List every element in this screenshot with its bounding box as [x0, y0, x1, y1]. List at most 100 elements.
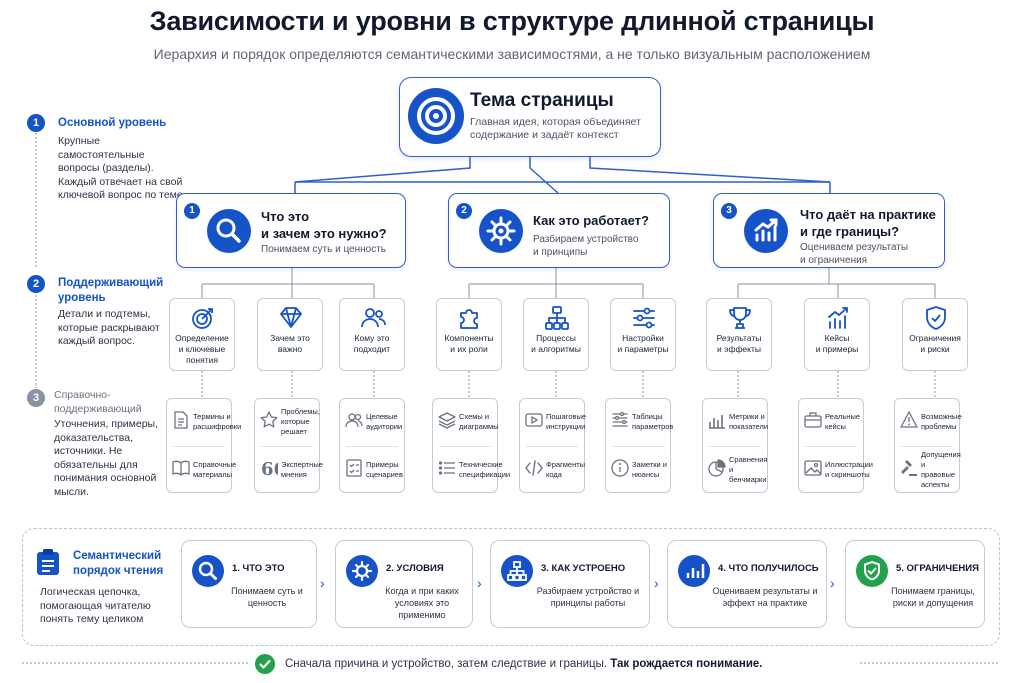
checklist-icon [346, 459, 362, 477]
reference-item: Допущения и правовые аспекты [921, 450, 961, 489]
question-sub-line1: Разбираем устройство [533, 234, 639, 245]
reference-card: Целевые аудитории Примеры сценариев [339, 398, 405, 493]
gear-icon [346, 555, 378, 587]
question-title: Как это работает? [533, 213, 649, 228]
subtopic-label: Настройки [622, 333, 664, 343]
reference-card: Схемы и диаграммы Технические спецификац… [432, 398, 511, 493]
reference-card: Пошаговые инструкции Фрагменты кода [519, 398, 586, 493]
svg-text:66: 66 [261, 459, 278, 477]
level-desc-reference: Уточнения, примеры, доказательства, исто… [54, 418, 159, 498]
question-card-2: 2 Как это работает? Разбираем устройство… [448, 193, 670, 268]
star-icon [260, 411, 278, 428]
question-sub-line2: и принципы [533, 246, 588, 258]
reading-order-title: Семантический порядок чтения [73, 550, 164, 577]
list-icon [438, 461, 455, 475]
subtopic-label: и ключевые [178, 344, 226, 354]
step-desc: Разбираем устройство и принципы работы [536, 586, 640, 608]
subtopic-label: Определение [175, 333, 229, 343]
reference-item: Технические спецификации [459, 460, 511, 479]
reference-card: Метрики и показатели Сравнения и бенчмар… [702, 398, 768, 493]
reference-card: Таблицы параметров Заметки и нюансы [605, 398, 674, 493]
step-title: 3. КАК УСТРОЕНО [541, 563, 626, 574]
search-icon [207, 209, 251, 253]
check-icon [255, 654, 275, 674]
reference-item: Целевые аудитории [366, 412, 403, 431]
flow-icon [501, 555, 533, 587]
table-icon [612, 411, 628, 427]
subtopic-label: Результаты [716, 333, 762, 343]
sliders-icon [633, 307, 655, 329]
chevron-right-icon: › [654, 575, 659, 591]
users-icon [345, 413, 363, 428]
step-title: 1. ЧТО ЭТО [232, 563, 285, 574]
chart-up-icon [744, 209, 788, 253]
step-desc: Оцениваем результаты и эффект на практик… [712, 586, 818, 608]
topic-title: Тема страницы [470, 90, 614, 111]
level-number-2: 2 [27, 275, 45, 293]
footer-text: Сначала причина и устройство, затем след… [285, 658, 608, 670]
reading-step-5: 5. ОГРАНИЧЕНИЯ Понимаем границы, риски и… [845, 540, 985, 628]
question-title-line2: и зачем это нужно? [261, 226, 387, 241]
chevron-right-icon: › [477, 575, 482, 591]
subtopic-label: Ограничения [909, 333, 961, 343]
reference-item: Таблицы параметров [632, 412, 674, 431]
shield-check-icon [856, 555, 888, 587]
question-title-line2: и где границы? [800, 224, 900, 239]
level-title-main: Основной уровень [58, 117, 167, 129]
subtopic-label: подходит [353, 344, 391, 354]
reference-item: Примеры сценариев [366, 460, 403, 479]
step-title: 5. ОГРАНИЧЕНИЯ [896, 563, 979, 574]
subtopic-label: и алгоритмы [531, 344, 581, 354]
footer-note: Сначала причина и устройство, затем след… [255, 653, 855, 675]
shield-icon [926, 306, 946, 330]
reference-item: Реальные кейсы [825, 412, 861, 431]
reference-card: Возможные проблемы Допущения и правовые … [894, 398, 962, 493]
reading-step-1: 1. ЧТО ЭТО Понимаем суть и ценность [181, 540, 317, 628]
diamond-icon [280, 307, 302, 328]
subtopic-label: Компоненты [444, 333, 494, 343]
reference-card: Проблемы, которые решает 66Экспертные мн… [254, 398, 323, 493]
step-title: 2. УСЛОВИЯ [386, 563, 444, 574]
reference-item: Экспертные мнения [281, 460, 323, 479]
reference-item: Термины и расшифровки [193, 412, 242, 431]
search-icon [192, 555, 224, 587]
reading-step-4: 4. ЧТО ПОЛУЧИЛОСЬ Оцениваем результаты и… [667, 540, 827, 628]
level-desc-main: Крупные самостоятельные вопросы (разделы… [58, 135, 186, 201]
footer-bold: Так рождается понимание. [610, 658, 763, 670]
question-number: 1 [184, 203, 200, 219]
step-desc: Когда и при каких условиях это применимо [385, 586, 459, 620]
level-desc-support: Детали и подтемы, которые раскрывают каж… [58, 308, 160, 347]
bar-chart-icon [709, 415, 725, 429]
pie-icon [708, 459, 726, 477]
page-title: Зависимости и уровни в структуре длинной… [149, 6, 875, 36]
play-icon [525, 413, 543, 427]
question-sub-line2: и ограничения [800, 254, 868, 266]
subtopic-label: важно [277, 344, 303, 354]
warning-icon [900, 411, 918, 428]
bar-chart-icon [678, 555, 710, 587]
puzzle-icon [460, 309, 478, 329]
question-number: 2 [456, 203, 472, 219]
reading-step-3: 3. КАК УСТРОЕНО Разбираем устройство и п… [490, 540, 650, 628]
topic-desc: Главная идея, которая объединяет содержа… [470, 116, 641, 141]
page-subtitle: Иерархия и порядок определяются семантич… [153, 46, 871, 62]
step-title: 4. ЧТО ПОЛУЧИЛОСЬ [718, 563, 819, 574]
reference-item: Фрагменты кода [546, 460, 586, 479]
trophy-icon [729, 307, 751, 329]
subtopic-label: и примеры [815, 344, 859, 354]
level-number-3: 3 [27, 389, 45, 407]
step-desc: Понимаем суть и ценность [231, 586, 303, 608]
level-title-reference: Справочно-поддерживающий [54, 389, 142, 415]
target-icon [408, 88, 464, 144]
step-desc: Понимаем границы, риски и допущения [891, 586, 975, 608]
gear-icon [479, 209, 523, 253]
image-icon [804, 460, 822, 476]
book-icon [172, 460, 190, 476]
question-sub: Понимаем суть и ценность [261, 244, 387, 255]
